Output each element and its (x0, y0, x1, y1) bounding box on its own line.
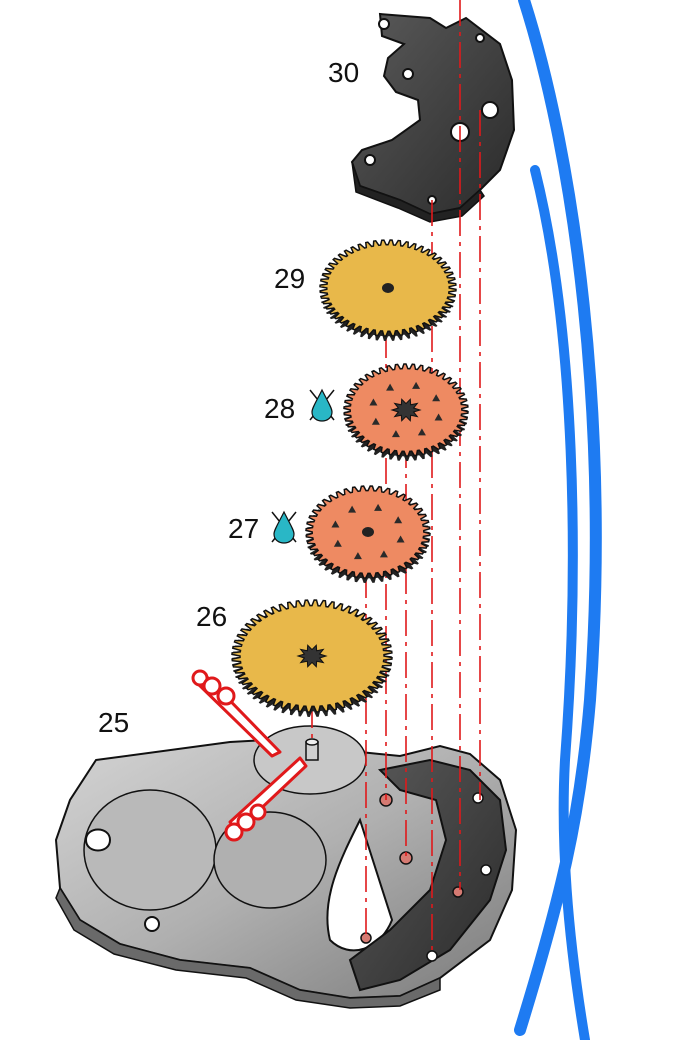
gear-window (374, 503, 383, 511)
wheel-26 (231, 599, 393, 717)
bridge-hole (402, 68, 414, 80)
gear-window (417, 428, 426, 436)
part-label-30: 30 (328, 57, 359, 88)
gear-window (369, 398, 378, 406)
plate-jewel (472, 792, 484, 804)
plate-hole (144, 916, 160, 932)
bridge-part-30 (350, 12, 516, 223)
gear-window (379, 550, 388, 558)
part-label-26: 26 (196, 601, 227, 632)
gear-window (386, 383, 395, 391)
hand-outline (514, 0, 602, 1040)
part-label-25: 25 (98, 707, 129, 738)
oil-drop-icon (271, 510, 297, 544)
gear-pinion (390, 398, 422, 422)
part-label-29: 29 (274, 263, 305, 294)
gear-arbor (362, 527, 374, 537)
gear-window (348, 505, 357, 513)
part-label-28: 28 (264, 393, 295, 424)
bridge-hole (364, 154, 376, 166)
wheel-29 (319, 239, 457, 341)
bridge-hole (475, 33, 485, 43)
plate-jewel (452, 886, 464, 898)
wheel-28 (343, 363, 469, 461)
wheel-27 (305, 485, 431, 583)
gear-window (412, 381, 421, 389)
gear-window (394, 516, 403, 524)
bridge-hole (378, 18, 390, 30)
gear-window (391, 430, 400, 438)
oil-drop-icon (309, 388, 335, 422)
mainplate-part-25 (54, 725, 518, 1009)
gear-window (434, 413, 443, 421)
gear-window (333, 539, 342, 547)
plate-jewel (360, 932, 372, 944)
gear-arbor (382, 283, 394, 293)
gear-window (371, 417, 380, 425)
bridge-hole (481, 101, 499, 119)
gear-pinion (296, 644, 328, 668)
tweezers-icon (191, 669, 308, 842)
gear-window (353, 552, 362, 560)
part-label-27: 27 (228, 513, 259, 544)
gear-window (432, 394, 441, 402)
plate-jewel (426, 950, 438, 962)
gear-window (396, 535, 405, 543)
gear-window (331, 520, 340, 528)
plate-jewel (480, 864, 492, 876)
